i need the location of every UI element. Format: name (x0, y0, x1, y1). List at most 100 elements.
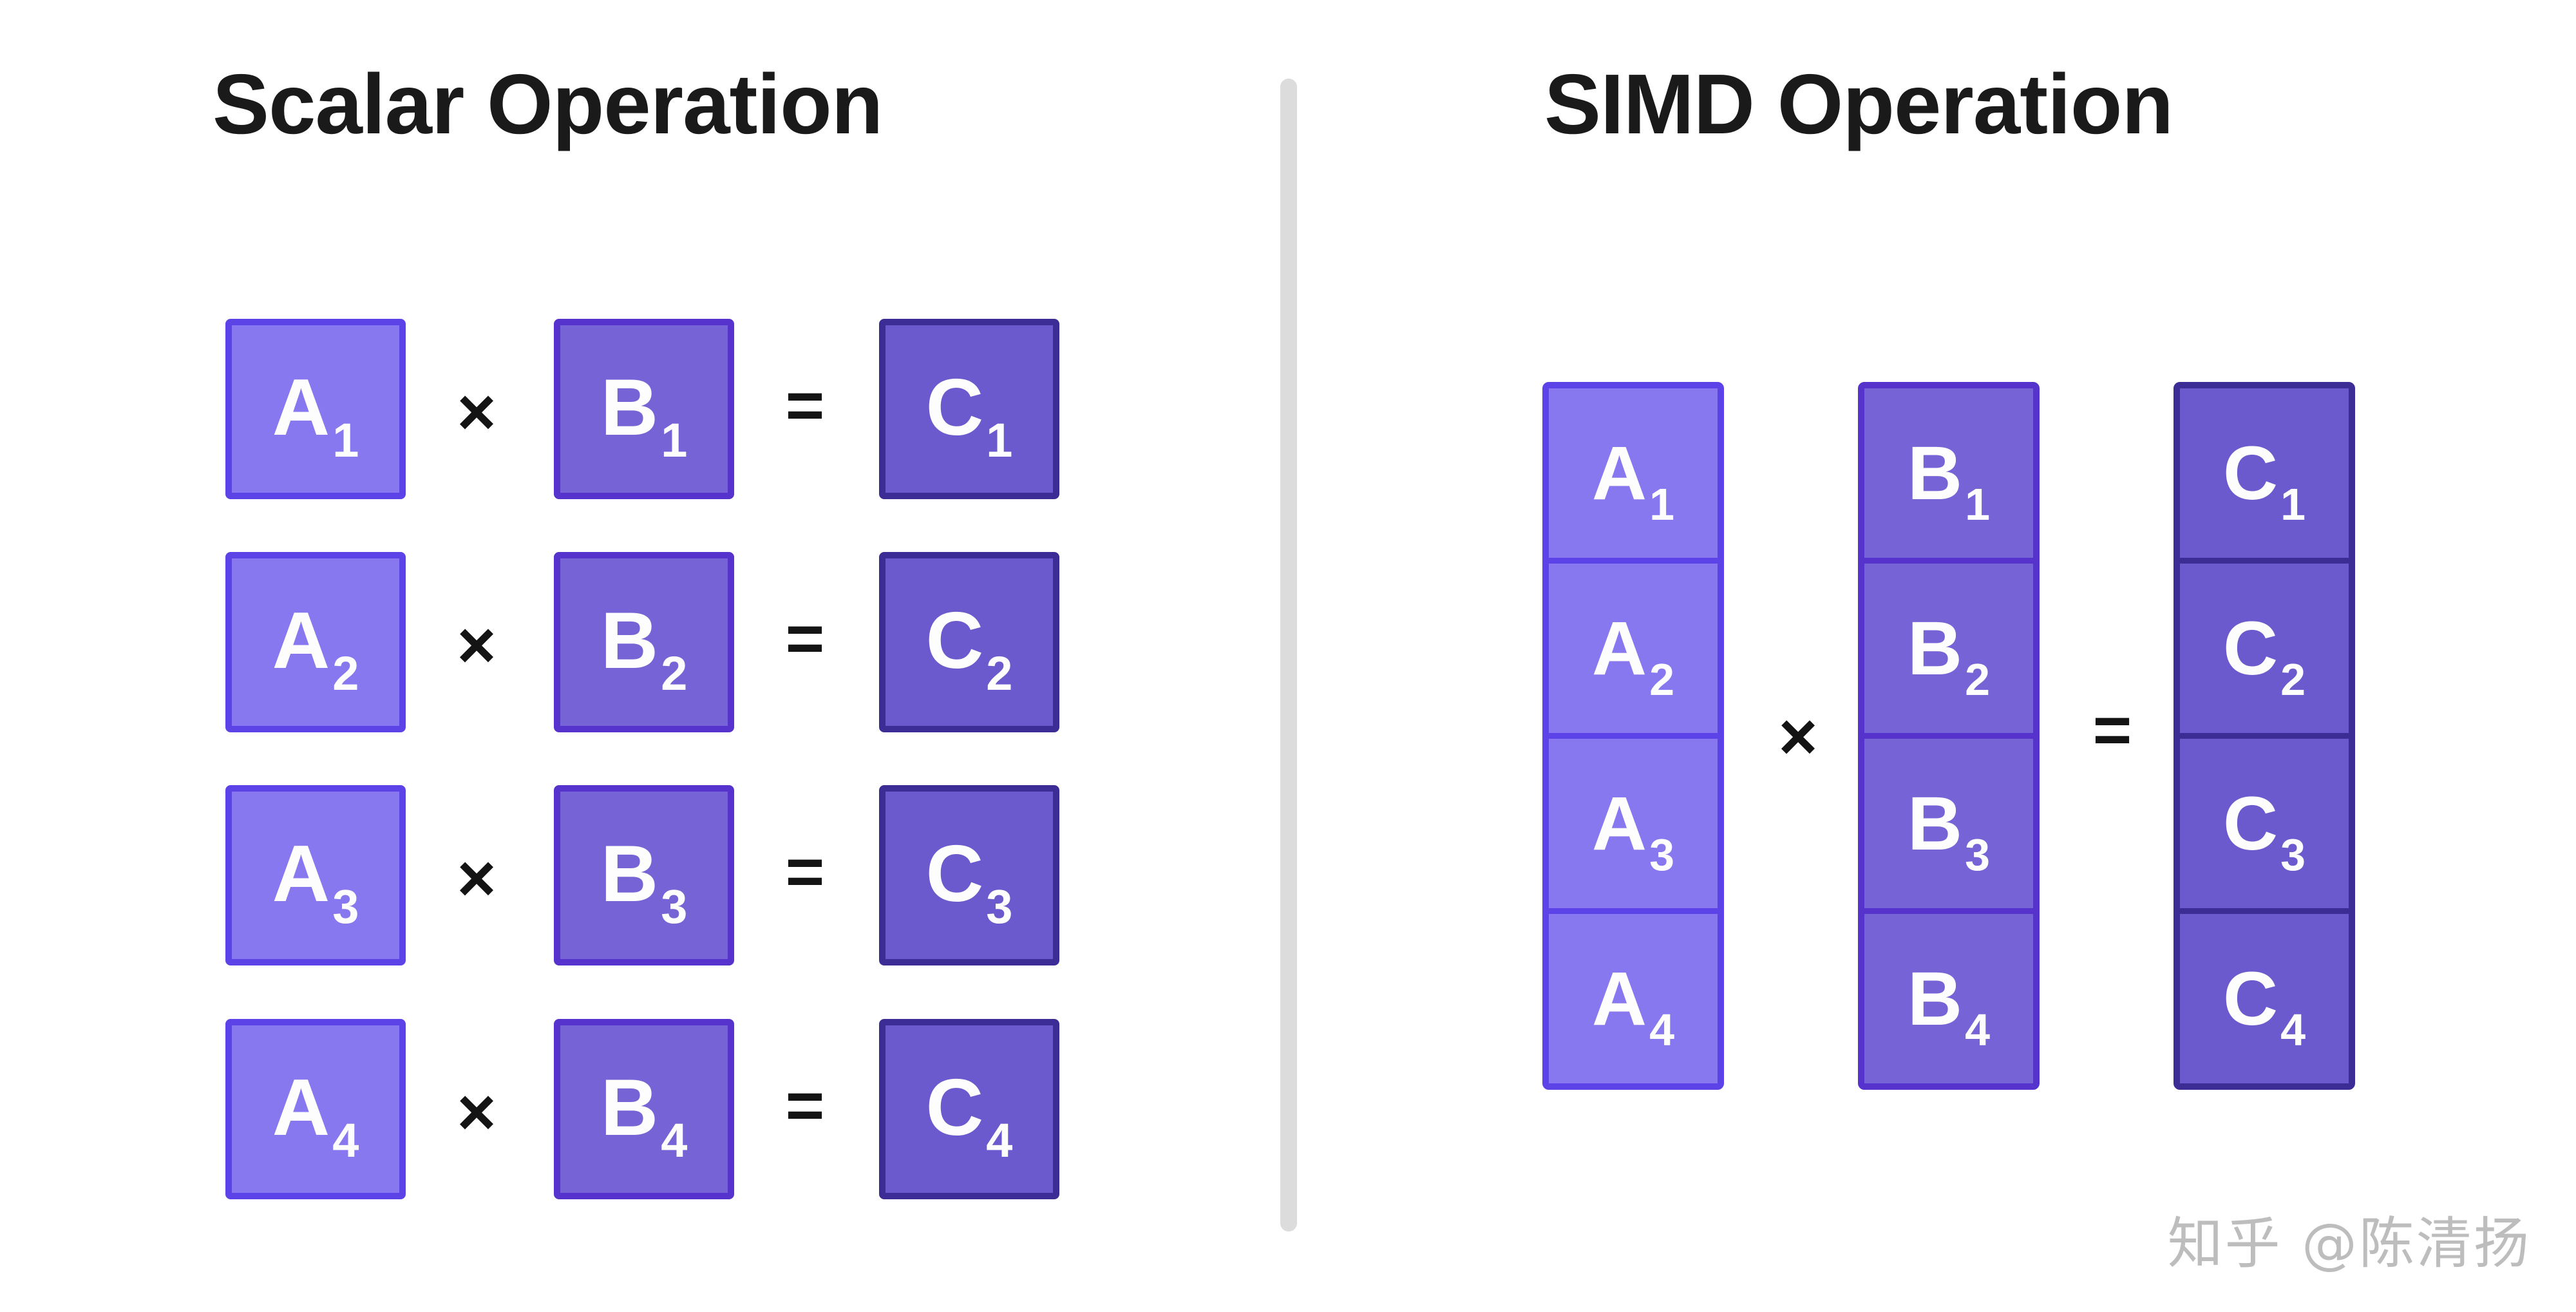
operand-letter: B (600, 596, 659, 685)
operand-letter: A (1591, 605, 1647, 691)
operand-index: 2 (332, 647, 359, 700)
scalar-result-c-4: C 4 (879, 1019, 1059, 1199)
scalar-operand-b-1: B 1 (554, 319, 734, 499)
operand-letter: A (272, 830, 330, 918)
multiply-icon-row-3: × (457, 841, 497, 916)
simd-vector-b-cell-2: B 2 (1864, 558, 2033, 733)
label-c-4: C 4 (926, 1068, 1013, 1165)
scalar-result-c-3: C 3 (879, 785, 1059, 965)
operand-index: 4 (332, 1114, 359, 1167)
scalar-operand-b-2: B 2 (554, 552, 734, 732)
equals-icon-row-3: = (785, 835, 825, 909)
equals-icon-row-1: = (785, 368, 825, 443)
operand-letter: A (1591, 430, 1647, 516)
operand-index: 2 (661, 647, 688, 700)
result-letter: C (925, 830, 984, 918)
simd-vector-b-cell-3: B 3 (1864, 733, 2033, 908)
simd-vector-a-cell-2: A 2 (1549, 558, 1718, 733)
panel-divider (1280, 79, 1297, 1231)
simd-vector-c-cell-4: C 4 (2180, 908, 2349, 1083)
result-index: 2 (986, 647, 1013, 700)
label-a-1: A 1 (1591, 430, 1674, 527)
label-c-2: C 2 (925, 596, 1013, 698)
result-index: 4 (2280, 1004, 2306, 1055)
operand-index: 3 (1965, 829, 1991, 880)
scalar-operand-b-4: B 4 (554, 1019, 734, 1199)
simd-vector-a-cell-3: A 3 (1549, 733, 1718, 908)
operand-index: 1 (661, 414, 688, 467)
watermark-attribution: 知乎 @陈清扬 (2167, 1212, 2531, 1276)
operand-index: 1 (1649, 479, 1675, 529)
result-index: 3 (2280, 829, 2306, 880)
simd-vector-b-cell-1: B 1 (1864, 388, 2033, 558)
label-c-1: C 1 (2222, 430, 2306, 527)
label-a-4: A 4 (272, 1068, 359, 1165)
operand-index: 3 (1649, 829, 1675, 880)
result-index: 4 (986, 1114, 1013, 1167)
operand-index: 3 (661, 880, 688, 933)
simd-vector-c-cell-3: C 3 (2180, 733, 2349, 908)
operand-index: 1 (1965, 479, 1991, 529)
label-c-3: C 3 (2222, 781, 2306, 877)
simd-vector-a-cell-1: A 1 (1549, 388, 1718, 558)
operand-index: 2 (1965, 654, 1991, 705)
label-c-3: C 3 (925, 830, 1013, 931)
result-letter: C (2222, 956, 2278, 1041)
label-b-1: B 1 (1907, 430, 1990, 527)
simd-vector-c-cell-2: C 2 (2180, 558, 2349, 733)
label-b-2: B 2 (600, 596, 688, 698)
label-a-3: A 3 (272, 830, 359, 931)
multiply-icon-row-4: × (457, 1075, 497, 1150)
operand-index: 4 (1649, 1004, 1675, 1055)
simd-equals-icon: = (2092, 693, 2132, 768)
simd-vector-c-cell-1: C 1 (2180, 388, 2349, 558)
operand-index: 1 (332, 414, 359, 467)
operand-letter: B (1907, 781, 1963, 866)
simd-vector-c: C 1 C 2 C 3 C 4 (2174, 382, 2355, 1090)
operand-letter: B (1907, 430, 1963, 516)
label-b-3: B 3 (1907, 781, 1990, 877)
operand-index: 2 (1649, 654, 1675, 705)
result-letter: C (2222, 430, 2278, 516)
label-c-1: C 1 (925, 363, 1013, 464)
result-letter: C (925, 596, 984, 685)
scalar-operand-b-3: B 3 (554, 785, 734, 965)
result-index: 1 (2280, 479, 2306, 529)
label-b-2: B 2 (1907, 605, 1990, 702)
label-a-1: A 1 (272, 363, 359, 464)
scalar-result-c-2: C 2 (879, 552, 1059, 732)
scalar-operand-a-2: A 2 (225, 552, 406, 732)
simd-vector-a: A 1 A 2 A 3 A 4 (1542, 382, 1724, 1090)
result-letter: C (2222, 605, 2278, 691)
label-c-2: C 2 (2222, 605, 2306, 702)
operand-index: 4 (1965, 1004, 1991, 1055)
operand-letter: B (1907, 605, 1963, 691)
operand-letter: A (1591, 956, 1647, 1041)
label-a-2: A 2 (272, 596, 359, 698)
result-letter: C (925, 363, 984, 452)
scalar-operand-a-1: A 1 (225, 319, 406, 499)
scalar-result-c-1: C 1 (879, 319, 1059, 499)
operand-letter: B (1907, 956, 1963, 1041)
label-a-3: A 3 (1591, 781, 1674, 877)
label-a-4: A 4 (1591, 956, 1674, 1052)
operand-letter: B (600, 363, 659, 452)
operand-letter: A (272, 596, 330, 685)
multiply-icon-row-1: × (457, 375, 497, 450)
multiply-icon-row-2: × (457, 608, 497, 683)
scalar-operand-a-3: A 3 (225, 785, 406, 965)
label-a-2: A 2 (1591, 605, 1674, 702)
operand-letter: A (272, 363, 330, 452)
operand-index: 3 (332, 880, 359, 933)
simd-vector-a-cell-4: A 4 (1549, 908, 1718, 1083)
scalar-panel-title: Scalar Operation (213, 57, 883, 151)
simd-vector-b-cell-4: B 4 (1864, 908, 2033, 1083)
result-letter: C (2222, 781, 2278, 866)
equals-icon-row-4: = (785, 1069, 825, 1143)
operand-letter: A (1591, 781, 1647, 866)
result-index: 3 (986, 880, 1013, 933)
equals-icon-row-2: = (785, 602, 825, 676)
label-b-4: B 4 (601, 1068, 688, 1165)
result-index: 2 (2280, 654, 2306, 705)
